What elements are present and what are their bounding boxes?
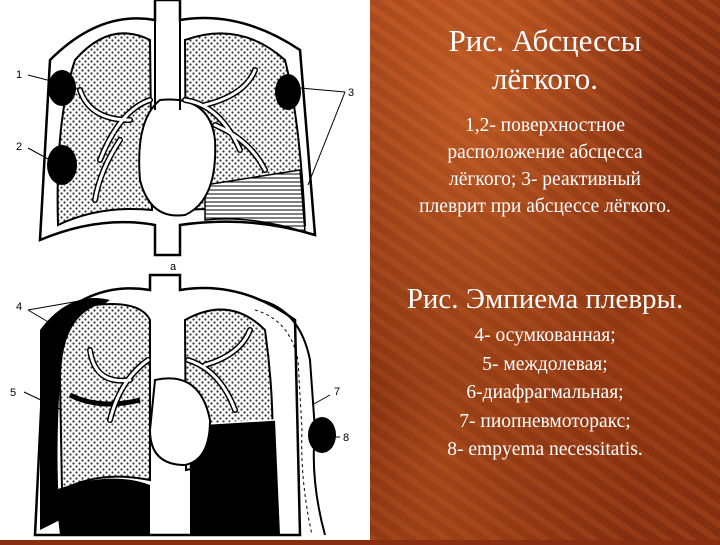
empyema-description-line: 6-диафрагмальная; [466, 382, 624, 403]
label-8: 8 [343, 432, 349, 444]
abscess-title: Рис. Абсцессы лёгкого. [370, 22, 720, 98]
abscess-title-line: Рис. Абсцессы [448, 23, 642, 58]
pleural-empyema-diagram: 4 5 6 7 8 [10, 273, 349, 537]
empyema-description: 4- осумкованная; 5- междолевая; 6-диафра… [370, 322, 720, 465]
empyema-description-line: 4- осумкованная; [474, 325, 616, 346]
empyema-description-line: 5- междолевая; [482, 353, 608, 375]
abscess-title-line: лёгкого. [491, 61, 599, 96]
empyema-title: Рис. Эмпиема плевры. [406, 283, 684, 315]
abscess-description-line: плеврит при абсцессе лёгкого. [419, 196, 671, 217]
abscess-description-line: расположение абсцесса [447, 142, 643, 163]
lung-abscess-diagram: 1 2 3 а [16, 0, 354, 273]
label-3: 3 [348, 87, 354, 99]
empyema-description-line: 7- пиопневмоторакс; [459, 410, 631, 432]
label-2: 2 [16, 141, 22, 153]
abscess-description-line: лёгкого; 3- реактивный [449, 169, 641, 190]
sublabel-a: а [170, 261, 177, 273]
empyema-description-line: 8- empyema necessitatis. [447, 439, 643, 460]
text-panel: Рис. Абсцессы лёгкого. 1,2- поверхностно… [370, 0, 720, 540]
lung-diagrams: 1 2 3 а [10, 0, 354, 537]
label-4: 4 [16, 301, 22, 313]
label-5: 5 [10, 387, 16, 399]
label-1: 1 [16, 69, 22, 81]
label-7: 7 [334, 386, 340, 398]
abscess-description: 1,2- поверхностное расположение абсцесса… [370, 112, 720, 220]
label-6: 6 [95, 523, 101, 535]
abscess-description-line: 1,2- поверхностное [464, 115, 626, 136]
illustration-panel: 1 2 3 а [0, 0, 370, 540]
